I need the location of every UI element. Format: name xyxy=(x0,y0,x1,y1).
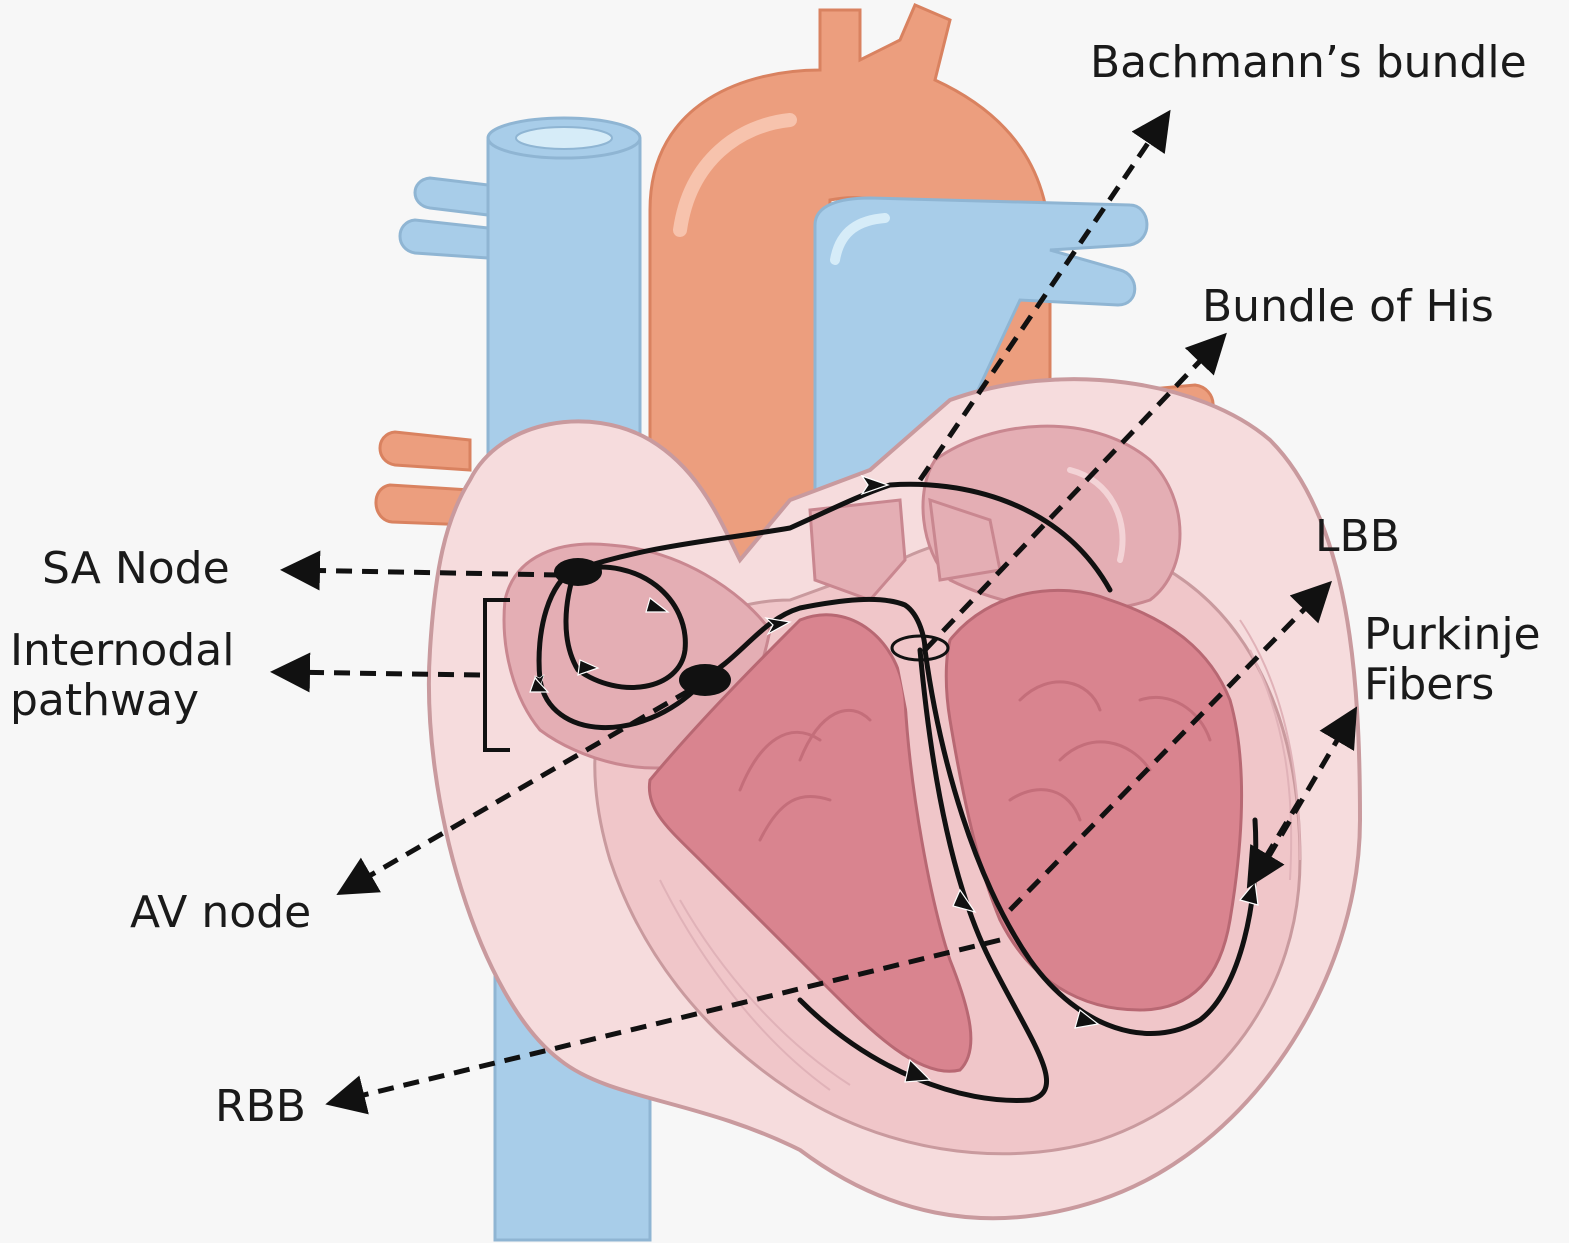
aortic-valve xyxy=(808,498,907,602)
leader-sa xyxy=(280,550,561,591)
label-sa-node: SA Node xyxy=(42,543,230,594)
leader-his xyxy=(923,332,1227,652)
left-ventricle xyxy=(944,588,1244,1012)
leader-rbb xyxy=(325,937,1001,1115)
superior-vena-cava xyxy=(486,122,642,472)
leader-av xyxy=(336,687,692,896)
left-bundle-path xyxy=(922,647,1259,1036)
vein-branch xyxy=(413,176,490,217)
label-internodal-pathway: Internodal pathway xyxy=(10,626,234,726)
internodal-bracket xyxy=(483,598,510,752)
label-internodal-line2: pathway xyxy=(10,675,200,726)
sa-node xyxy=(554,558,602,586)
leader-lbb xyxy=(1008,580,1332,912)
label-bachmanns-bundle: Bachmann’s bundle xyxy=(1090,37,1527,88)
label-purkinje-line2: Fibers xyxy=(1364,659,1495,710)
leader-internodal xyxy=(270,652,481,693)
av-node xyxy=(679,664,731,696)
pulmonary-vein xyxy=(378,430,472,472)
label-purkinje-fibers: Purkinje Fibers xyxy=(1364,610,1541,710)
label-rbb: RBB xyxy=(215,1081,306,1132)
bachmann-path xyxy=(572,481,1113,593)
label-lbb: LBB xyxy=(1315,511,1400,562)
his-ring xyxy=(890,634,950,662)
label-internodal-line1: Internodal xyxy=(10,625,235,676)
label-purkinje-line1: Purkinje xyxy=(1364,609,1541,660)
label-bundle-of-his: Bundle of His xyxy=(1202,281,1494,332)
leader-bachmann xyxy=(917,109,1171,482)
chevron-marker xyxy=(860,474,890,496)
internodal-loop-inner xyxy=(563,564,688,690)
right-ventricle xyxy=(647,613,973,1073)
av-his-path xyxy=(697,596,928,683)
leader-purkinje-in xyxy=(1246,798,1303,889)
label-av-node: AV node xyxy=(130,887,312,938)
